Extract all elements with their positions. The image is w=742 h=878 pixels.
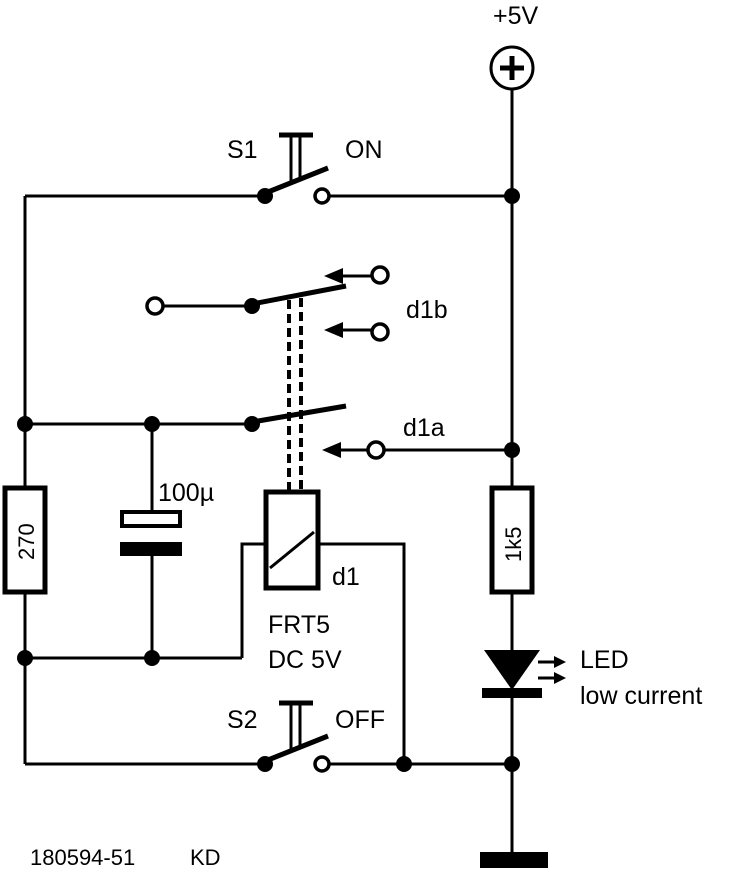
capacitor-100u: 100µ <box>120 479 214 556</box>
d1b-label: d1b <box>406 296 448 324</box>
resistor-1k5: 1k5 <box>489 485 535 595</box>
led: LED low current <box>482 646 702 710</box>
led-label: LED <box>580 646 629 674</box>
s2-ref-label: S2 <box>227 706 258 734</box>
drawing-initials: KD <box>190 845 221 870</box>
wiring <box>23 88 514 858</box>
footer: 180594-51 KD <box>30 845 221 870</box>
s1-state-label: ON <box>345 136 383 164</box>
relay-coil: d1 FRT5 DC 5V <box>263 489 360 674</box>
d1a-label: d1a <box>403 414 445 442</box>
supply-terminal: +5V <box>489 2 539 91</box>
switch-s1: S1 ON <box>227 132 383 205</box>
led-description: low current <box>580 682 702 710</box>
supply-label: +5V <box>493 2 539 30</box>
ground-symbol <box>480 852 548 868</box>
relay-linkage <box>287 298 303 492</box>
relay-ref-label: d1 <box>332 563 360 591</box>
switch-s2: S2 OFF <box>227 700 385 773</box>
s1-ref-label: S1 <box>227 136 258 164</box>
relay-voltage-label: DC 5V <box>268 646 342 674</box>
s2-state-label: OFF <box>335 706 385 734</box>
junctions <box>17 188 520 772</box>
resistor-270-value: 270 <box>14 523 39 560</box>
resistor-1k5-value: 1k5 <box>501 527 526 562</box>
resistor-270: 270 <box>2 485 48 595</box>
capacitor-value: 100µ <box>158 479 214 507</box>
relay-contact-d1b: d1b <box>145 265 448 342</box>
relay-type-label: FRT5 <box>268 611 330 639</box>
drawing-code: 180594-51 <box>30 845 135 870</box>
